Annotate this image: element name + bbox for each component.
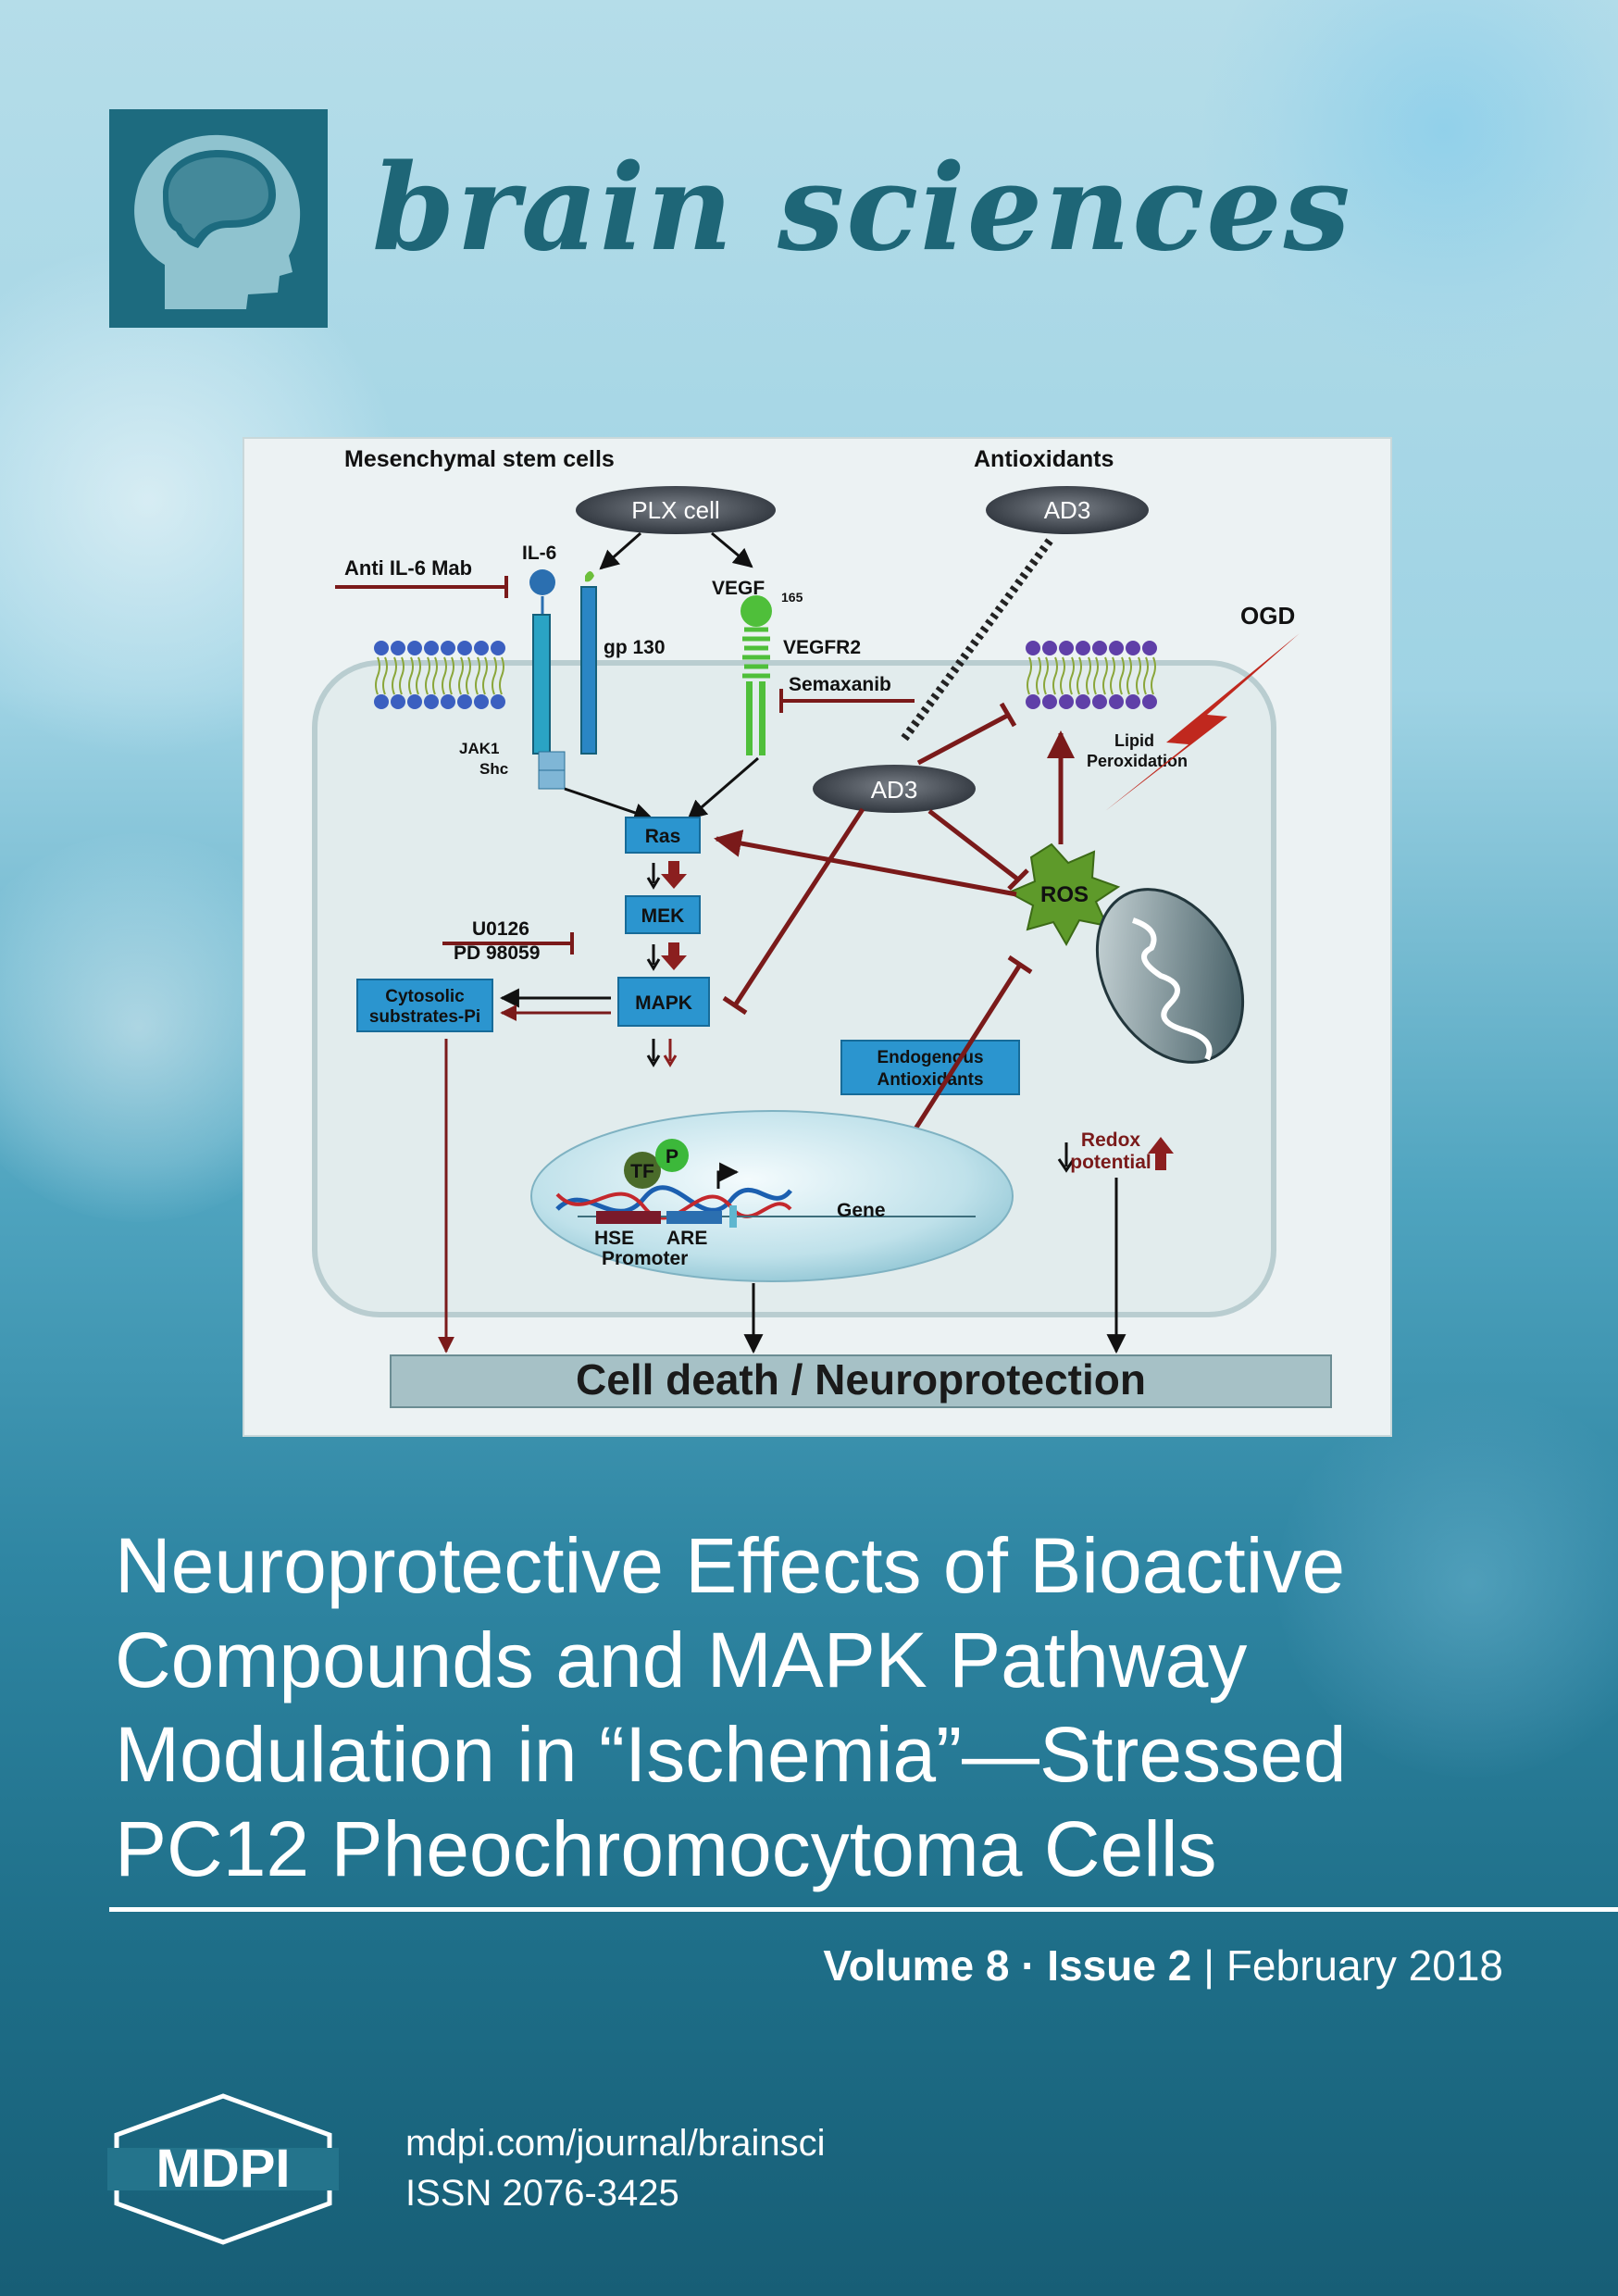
head-silhouette-brain-icon — [134, 134, 301, 309]
are-label: ARE — [666, 1228, 707, 1249]
ros-burst — [1006, 842, 1121, 947]
article-title-line: Modulation in “Ischemia”—Stressed — [115, 1711, 1347, 1798]
article-title-line: Neuroprotective Effects of Bioactive — [115, 1522, 1346, 1609]
issue-info: Volume 8 · Issue 2 | February 2018 — [823, 1940, 1503, 1990]
gene-label: Gene — [837, 1200, 886, 1221]
mek-box — [625, 895, 701, 934]
vegf-ligand — [741, 595, 772, 627]
potential-label: potential — [1070, 1152, 1151, 1173]
outcome-banner — [390, 1354, 1332, 1408]
gp130-receptor — [580, 586, 597, 755]
u0126-label: U0126 — [472, 918, 529, 940]
ras-label: Ras — [645, 826, 681, 847]
ad3-middle-oval — [813, 765, 976, 813]
publisher-info: mdpi.com/journal/brainsci ISSN 2076-3425 — [405, 2118, 826, 2218]
mek-label: MEK — [641, 905, 685, 927]
vegf-subscript: 165 — [781, 590, 803, 605]
issue-divider: | — [1203, 1941, 1215, 1990]
mapk-box — [617, 977, 710, 1027]
peroxidation-label: Peroxidation — [1087, 752, 1188, 770]
vegfr2-label: VEGFR2 — [783, 637, 861, 658]
antioxidants-label: Antioxidants — [974, 446, 1114, 472]
antioxidants-box-label: Antioxidants — [877, 1070, 983, 1090]
are-element — [666, 1211, 722, 1224]
msc-label: Mesenchymal stem cells — [344, 446, 615, 472]
title-divider — [109, 1907, 1618, 1912]
issn-label: ISSN 2076-3425 — [405, 2173, 679, 2214]
jak1-label: JAK1 — [459, 740, 499, 757]
phosphate-circle — [655, 1139, 689, 1172]
issue-separator: · — [1021, 1941, 1036, 1990]
tf-label: TF — [630, 1161, 654, 1182]
mdpi-logo-text: MDPI — [156, 2139, 291, 2199]
outcome-banner-label: Cell death / Neuroprotection — [576, 1355, 1146, 1404]
shc-label: Shc — [479, 760, 508, 778]
anti-il6-label: Anti IL-6 Mab — [344, 556, 472, 580]
ras-box — [625, 817, 701, 854]
ad3-top-label: AD3 — [1044, 496, 1091, 524]
il6-ligand — [529, 569, 555, 595]
plx-cell-label: PLX cell — [631, 496, 719, 524]
journal-url[interactable]: mdpi.com/journal/brainsci — [405, 2123, 826, 2164]
ad3-top-oval — [986, 486, 1149, 534]
issue-date: February 2018 — [1226, 1941, 1503, 1990]
substrates-label: substrates-Pi — [369, 1007, 480, 1027]
hse-element — [596, 1211, 661, 1224]
il6-receptor — [532, 614, 551, 755]
gp130-label: gp 130 — [604, 637, 666, 658]
hse-label: HSE — [594, 1228, 634, 1249]
mapk-label: MAPK — [635, 992, 692, 1014]
membrane-lipid-bilayer-left — [374, 641, 505, 709]
pathway-diagram: Mesenchymal stem cells Antioxidants PLX … — [243, 437, 1392, 1437]
article-title-line: PC12 Pheochromocytoma Cells — [115, 1805, 1217, 1892]
redox-label: Redox — [1081, 1129, 1141, 1151]
ogd-lightning-bolt — [1105, 633, 1300, 811]
mdpi-logo: MDPI — [107, 2093, 339, 2245]
journal-title: brain sciences — [372, 139, 1352, 278]
journal-logo — [109, 109, 328, 328]
il6-label: IL-6 — [522, 543, 556, 564]
lipid-label: Lipid — [1114, 731, 1154, 750]
tf-circle — [624, 1152, 661, 1189]
volume-label: Volume 8 — [823, 1941, 1010, 1990]
mitochondrion — [1095, 888, 1245, 1064]
endogenous-antioxidants-box — [840, 1040, 1020, 1095]
ogd-label: OGD — [1240, 602, 1295, 630]
promoter-label: Promoter — [602, 1248, 688, 1269]
issue-label: Issue 2 — [1047, 1941, 1192, 1990]
ros-label: ROS — [1040, 882, 1089, 907]
cytosolic-substrates-box — [356, 979, 493, 1032]
semaxanib-label: Semaxanib — [789, 674, 891, 695]
membrane-lipid-bilayer-right — [1026, 641, 1157, 709]
vegf-label: VEGF — [712, 578, 765, 599]
ad3-middle-label: AD3 — [871, 776, 918, 804]
plx-cell-oval — [576, 486, 776, 534]
cytosolic-label: Cytosolic — [385, 987, 465, 1006]
article-title-line: Compounds and MAPK Pathway — [115, 1616, 1248, 1703]
article-title: Neuroprotective Effects of Bioactive Com… — [115, 1518, 1559, 1896]
pd98059-label: PD 98059 — [454, 942, 540, 964]
p-label: P — [666, 1146, 678, 1167]
cell-membrane-outline — [312, 660, 1276, 1317]
